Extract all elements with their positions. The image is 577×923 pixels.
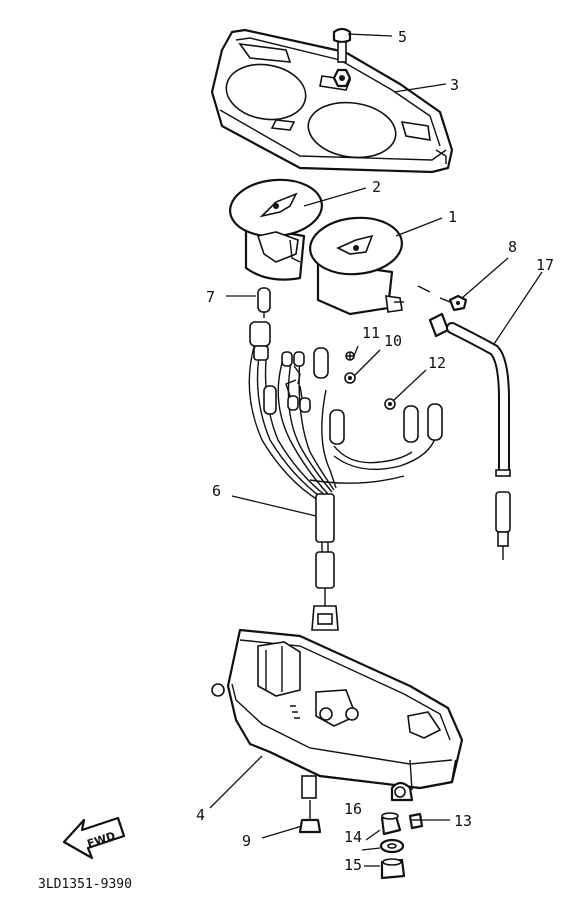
label-part-13: 13	[454, 812, 472, 830]
label-part-11: 11	[362, 324, 380, 342]
label-part-10: 10	[384, 332, 402, 350]
label-part-8: 8	[508, 238, 517, 256]
nut-15	[380, 858, 406, 880]
label-part-1: 1	[448, 208, 457, 226]
part-labels: 5 3 2 1 8 17 7 11 10 12 6 4 16 13 9 14 1…	[196, 28, 554, 874]
screw-11	[345, 351, 355, 361]
washer-14	[379, 838, 405, 854]
label-part-4: 4	[196, 806, 205, 824]
screw-10	[344, 372, 356, 384]
label-part-12: 12	[428, 354, 446, 372]
leader-lines	[209, 33, 543, 867]
meter-cover	[210, 28, 454, 174]
label-part-15: 15	[344, 856, 362, 874]
label-part-14: 14	[344, 828, 362, 846]
label-part-9: 9	[242, 832, 251, 850]
label-part-16: 16	[344, 800, 362, 818]
speedometer-cable	[428, 312, 511, 560]
drawing-code: 3LD1351-9390	[38, 877, 132, 892]
wire-harness	[248, 321, 443, 631]
label-part-2: 2	[372, 178, 381, 196]
fwd-arrow-icon: FWD	[62, 816, 126, 860]
tachometer-gauge	[229, 178, 323, 281]
screw-8	[417, 285, 468, 312]
meter-case	[211, 628, 464, 802]
grommet-16	[380, 812, 402, 836]
screw-13	[408, 812, 424, 830]
label-part-7: 7	[206, 288, 215, 306]
bulb	[257, 287, 271, 318]
bolt-9	[298, 800, 322, 834]
label-part-6: 6	[212, 482, 221, 500]
label-part-17: 17	[536, 256, 554, 274]
label-part-5: 5	[398, 28, 407, 46]
screw-12	[384, 398, 396, 410]
speedometer-gauge	[309, 216, 404, 316]
knob-screw	[332, 27, 352, 88]
label-part-3: 3	[450, 76, 459, 94]
